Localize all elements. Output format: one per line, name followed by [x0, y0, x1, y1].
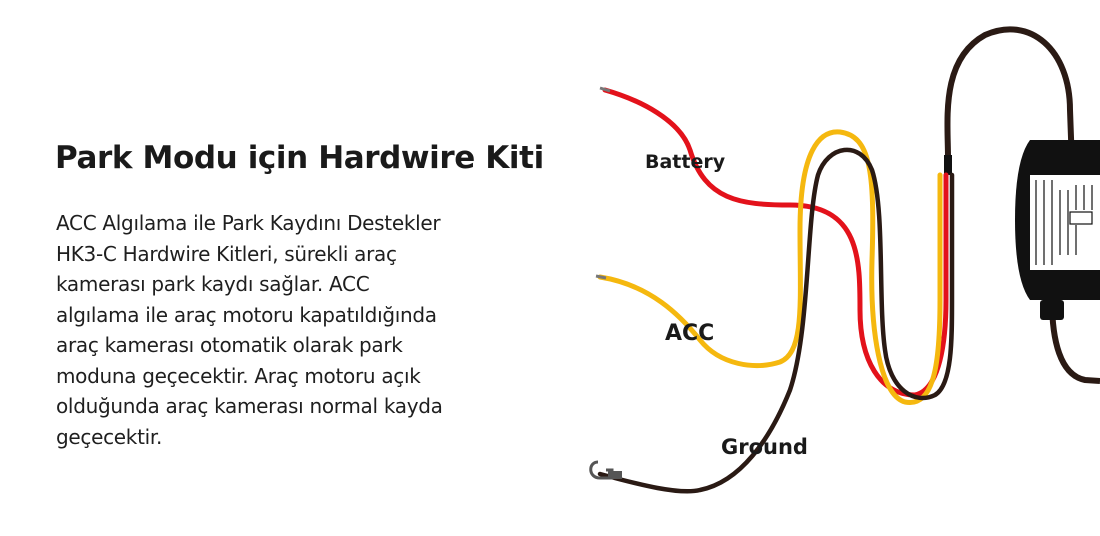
description-line: olduğunda araç kamerası normal kayda [56, 394, 443, 418]
acc-wire [597, 129, 943, 405]
ground-label: Ground [721, 435, 808, 459]
description-line: geçecektir. [56, 424, 163, 449]
description-line: HK3-C Hardwire Kitleri, sürekli araç [56, 241, 397, 266]
description-line: ACC Algılama ile Park Kaydını Destekler [56, 211, 441, 235]
ground-wire [597, 147, 955, 494]
output-cable [944, 26, 1075, 168]
ground-ring-terminal [589, 460, 622, 480]
acc-wire-tip [595, 274, 607, 280]
battery-wire [602, 87, 949, 398]
page-title: Park Modu için Hardwire Kiti [55, 140, 544, 176]
description-text: ACC Algılama ile Park Kaydını Destekler … [56, 208, 556, 452]
acc-label: ACC [665, 321, 714, 346]
hardwire-module [1015, 140, 1100, 320]
bundle-junction [944, 155, 952, 175]
description-line: kamerası park kaydı sağlar. ACC [56, 272, 370, 296]
description-line: algılama ile araç motoru kapatıldığında [56, 302, 437, 327]
description-line: araç kamerası otomatik olarak park [56, 333, 403, 357]
battery-wire-tip [599, 86, 611, 93]
description-line: moduna geçecektir. Araç motoru açık [56, 363, 421, 388]
battery-label: Battery [645, 151, 726, 173]
